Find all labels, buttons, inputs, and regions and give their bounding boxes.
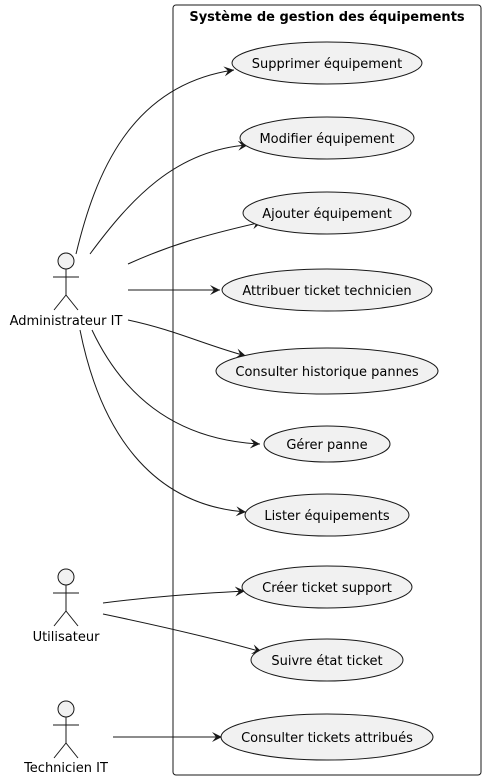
association-admin-uc6 <box>91 329 261 449</box>
use-case-label: Lister équipements <box>264 509 390 524</box>
association-admin-uc3 <box>127 219 263 265</box>
system-boundary: Système de gestion des équipements <box>172 4 482 776</box>
stick-figure-icon <box>53 700 79 759</box>
actor-technicien-it[interactable]: Technicien IT <box>23 700 108 776</box>
use-case-supprimer-equipement[interactable]: Supprimer équipement <box>231 41 423 85</box>
use-case-gerer-panne[interactable]: Gérer panne <box>263 425 391 463</box>
system-title: Système de gestion des équipements <box>189 10 465 25</box>
association-admin-uc7 <box>79 329 247 517</box>
association-user-uc9 <box>102 613 263 655</box>
use-case-consulter-tickets-attribues[interactable]: Consulter tickets attribués <box>220 713 434 761</box>
stick-figure-icon <box>53 568 79 627</box>
use-case-label: Attribuer ticket technicien <box>242 284 411 299</box>
use-case-label: Supprimer équipement <box>252 57 402 72</box>
actor-label: Administrateur IT <box>10 314 123 329</box>
use-case-consulter-historique-pannes[interactable]: Consulter historique pannes <box>215 347 439 395</box>
use-case-label: Créer ticket support <box>262 581 392 596</box>
associations <box>75 66 263 742</box>
association-admin-uc2 <box>89 140 249 255</box>
actor-label: Technicien IT <box>23 761 108 776</box>
use-case-label: Ajouter équipement <box>262 207 392 222</box>
use-case-modifier-equipement[interactable]: Modifier équipement <box>239 116 415 160</box>
association-admin-uc1 <box>75 66 235 255</box>
use-case-creer-ticket-support[interactable]: Créer ticket support <box>241 565 413 609</box>
association-admin-uc5 <box>127 319 247 359</box>
stick-figure-icon <box>53 252 79 311</box>
use-case-attribuer-ticket-technicien[interactable]: Attribuer ticket technicien <box>221 268 433 312</box>
association-user-uc8 <box>102 586 246 604</box>
actor-utilisateur[interactable]: Utilisateur <box>33 568 101 645</box>
use-case-label: Suivre état ticket <box>271 654 382 669</box>
use-case-label: Consulter historique pannes <box>235 365 418 380</box>
use-case-suivre-etat-ticket[interactable]: Suivre état ticket <box>250 638 404 682</box>
use-case-label: Gérer panne <box>286 438 367 453</box>
use-case-lister-equipements[interactable]: Lister équipements <box>244 493 410 537</box>
use-case-ajouter-equipement[interactable]: Ajouter équipement <box>242 191 412 235</box>
use-case-label: Consulter tickets attribués <box>241 731 413 746</box>
actor-label: Utilisateur <box>33 630 101 645</box>
actor-administrateur-it[interactable]: Administrateur IT <box>10 252 123 329</box>
use-case-label: Modifier équipement <box>259 132 394 147</box>
